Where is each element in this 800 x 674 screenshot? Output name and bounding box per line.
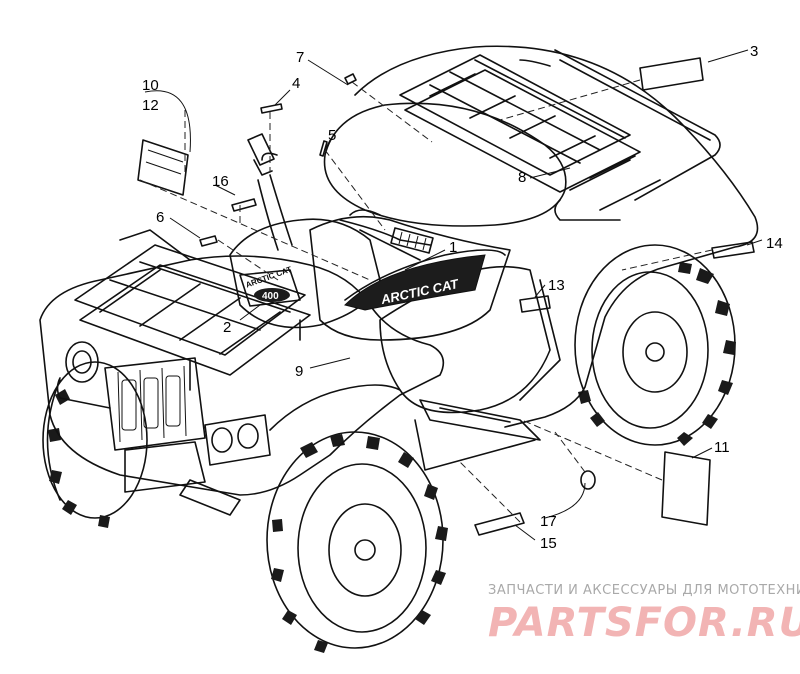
callout-2: 2	[223, 319, 231, 336]
callout-1: 1	[449, 239, 457, 256]
callout-9: 9	[295, 363, 303, 380]
front-right-wheel	[266, 431, 448, 653]
rear-rack	[399, 49, 721, 221]
callout-labels: 1 2 3 4 5 6 7 8 9 10 11 12 13 14 15 16 1…	[142, 43, 783, 552]
dashed-leaders	[139, 79, 713, 523]
callout-15: 15	[540, 535, 557, 552]
callout-5: 5	[328, 127, 336, 144]
callout-11: 11	[714, 439, 730, 456]
decal-13	[519, 295, 551, 313]
callout-8: 8	[518, 169, 526, 186]
watermark-tagline: ЗАПЧАСТИ И АКСЕССУАРЫ ДЛЯ МОТОТЕХНИКИ	[488, 583, 800, 598]
decal-console-badge-text: 400	[262, 291, 279, 302]
decal-6	[199, 235, 218, 247]
callout-12: 12	[142, 97, 159, 114]
decal-11	[661, 451, 711, 526]
callout-leaders	[144, 49, 763, 541]
callout-13: 13	[548, 277, 565, 294]
callout-4: 4	[292, 75, 300, 92]
handlebars	[247, 133, 434, 261]
callout-10: 10	[142, 77, 159, 94]
rear-right-wheel	[574, 244, 736, 446]
decal-16	[231, 198, 257, 212]
callout-17: 17	[540, 513, 557, 530]
callout-14: 14	[766, 235, 783, 252]
callout-6: 6	[156, 209, 164, 226]
decal-7	[344, 73, 357, 85]
callout-16: 16	[212, 173, 229, 190]
watermark: ЗАПЧАСТИ И АКСЕССУАРЫ ДЛЯ МОТОТЕХНИКИ PA…	[488, 583, 800, 646]
decal-4	[260, 103, 283, 114]
watermark-brand: PARTSFOR.RU	[488, 600, 800, 646]
decal-5	[319, 140, 328, 157]
front-left-wheel	[42, 361, 148, 528]
decal-15	[474, 512, 525, 536]
decal-17	[580, 470, 596, 490]
callout-3: 3	[750, 43, 758, 60]
decal-console-logo: ARCTIC CAT 400	[239, 265, 301, 307]
callout-7: 7	[296, 49, 304, 66]
decal-14	[711, 241, 755, 259]
decal-3	[639, 57, 704, 91]
decal-10-12	[137, 139, 189, 196]
